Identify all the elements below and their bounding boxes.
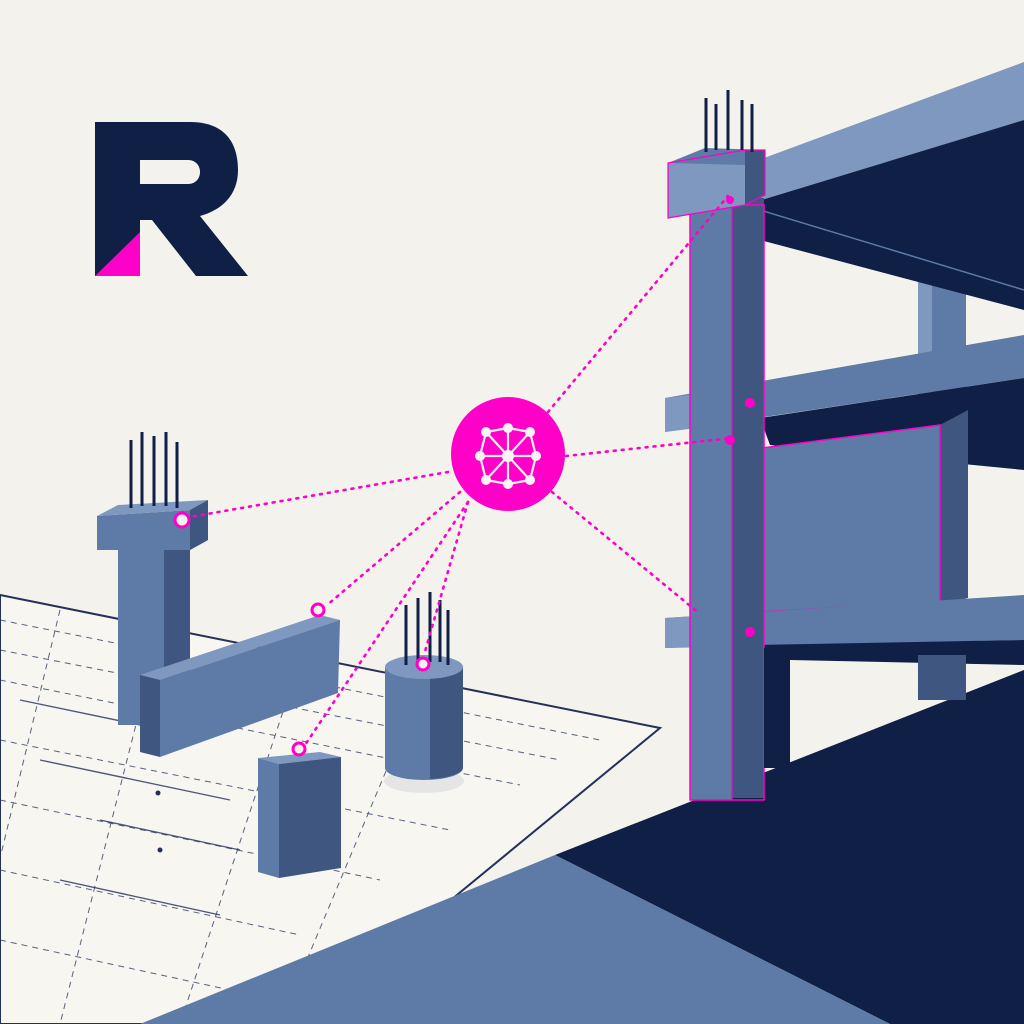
round-column bbox=[384, 592, 464, 793]
joint-marker-icon bbox=[291, 741, 307, 757]
floor-plane-navy bbox=[555, 670, 1024, 1024]
joint-marker-icon bbox=[173, 511, 191, 529]
connection-lines bbox=[188, 194, 734, 747]
building-frame bbox=[665, 62, 1024, 801]
floor-plane-blue bbox=[140, 855, 890, 1024]
joint-marker-icon bbox=[310, 602, 326, 618]
short-column bbox=[258, 741, 341, 878]
network-hub bbox=[451, 397, 565, 511]
wall-beam bbox=[140, 602, 340, 757]
joint-marker-icon bbox=[415, 656, 431, 672]
brand-logo-r bbox=[95, 122, 248, 276]
